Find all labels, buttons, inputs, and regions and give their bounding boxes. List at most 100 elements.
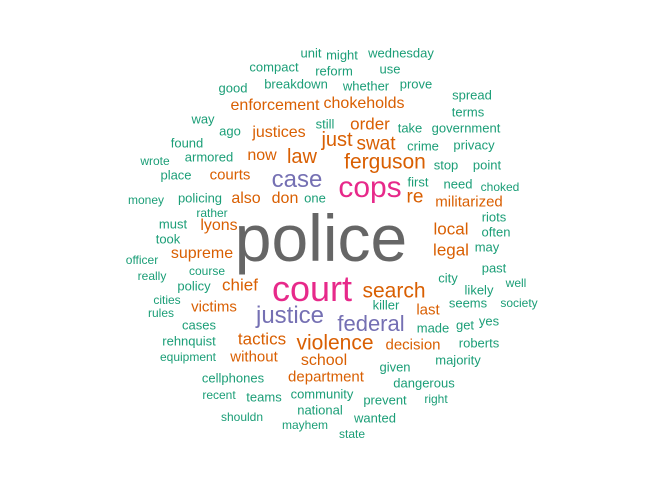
word-rules: rules	[147, 306, 175, 320]
word-way: way	[191, 111, 215, 127]
word-often: often	[481, 224, 511, 240]
word-point: point	[472, 157, 502, 173]
word-past: past	[481, 260, 507, 276]
word-law: law	[286, 146, 318, 168]
word-need: need	[443, 176, 473, 192]
word-equipment: equipment	[159, 350, 217, 364]
word-order: order	[350, 114, 390, 134]
word-get: get	[455, 317, 475, 333]
word-rehnquist: rehnquist	[162, 333, 216, 349]
word-city: city	[438, 270, 458, 286]
word-enforcement: enforcement	[230, 97, 320, 114]
word-right: right	[424, 392, 448, 406]
word-one: one	[304, 190, 326, 206]
word-justices: justices	[252, 124, 306, 141]
word-well: well	[505, 276, 527, 290]
word-spread: spread	[452, 87, 492, 103]
word-officer: officer	[125, 253, 159, 267]
word-case: case	[271, 166, 323, 193]
word-prove: prove	[399, 76, 433, 92]
word-found: found	[170, 135, 204, 151]
word-choked: choked	[480, 180, 520, 194]
word-riots: riots	[481, 209, 507, 225]
word-breakdown: breakdown	[264, 76, 328, 92]
word-good: good	[218, 80, 248, 96]
word-lyons: lyons	[200, 217, 238, 234]
word-first: first	[407, 174, 429, 190]
word-prevent: prevent	[363, 392, 407, 408]
word-teams: teams	[246, 389, 282, 405]
word-legal: legal	[433, 240, 469, 260]
word-department: department	[288, 368, 364, 386]
word-policing: policing	[177, 190, 223, 206]
word-victims: victims	[191, 298, 237, 316]
word-policy: policy	[177, 278, 211, 294]
word-supreme: supreme	[170, 245, 234, 262]
word-government: government	[431, 120, 501, 136]
word-don: don	[271, 190, 299, 207]
word-majority: majority	[435, 352, 481, 368]
word-roberts: roberts	[458, 335, 500, 351]
word-society: society	[500, 296, 538, 310]
word-still: still	[315, 116, 335, 132]
word-re: re	[406, 186, 424, 208]
word-place: place	[160, 167, 192, 183]
word-violence: violence	[296, 331, 374, 355]
word-took: took	[155, 231, 181, 247]
word-state: state	[338, 427, 366, 441]
word-swat: swat	[356, 133, 396, 155]
word-crime: crime	[407, 138, 439, 154]
word-compact: compact	[249, 59, 299, 75]
word-chokeholds: chokeholds	[323, 95, 405, 112]
word-now: now	[247, 147, 277, 164]
word-tactics: tactics	[237, 329, 287, 349]
word-courts: courts	[209, 166, 251, 184]
word-made: made	[416, 320, 450, 336]
word-wednesday: wednesday	[368, 45, 434, 61]
word-privacy: privacy	[453, 137, 495, 153]
word-search: search	[362, 279, 426, 303]
word-really: really	[137, 269, 167, 283]
word-last: last	[416, 301, 440, 319]
word-take: take	[397, 120, 423, 136]
word-also: also	[231, 190, 261, 207]
word-justice: justice	[255, 302, 325, 329]
word-reform: reform	[315, 63, 353, 79]
word-given: given	[379, 359, 411, 375]
word-use: use	[379, 61, 401, 77]
word-terms: terms	[451, 104, 485, 120]
word-course: course	[188, 264, 226, 278]
word-militarized: militarized	[435, 193, 503, 211]
word-shouldn: shouldn	[220, 410, 264, 424]
word-just: just	[321, 129, 353, 151]
word-rather: rather	[196, 206, 228, 220]
word-local: local	[433, 219, 469, 239]
word-ferguson: ferguson	[344, 150, 426, 174]
word-cellphones: cellphones	[201, 370, 265, 386]
word-might: might	[326, 47, 358, 63]
word-chief: chief	[222, 275, 258, 295]
word-must: must	[158, 216, 188, 232]
word-court: court	[271, 268, 353, 309]
word-wrote: wrote	[140, 154, 170, 168]
word-dangerous: dangerous	[393, 375, 455, 391]
word-cops: cops	[338, 171, 402, 204]
word-armored: armored	[184, 149, 234, 165]
word-seems: seems	[448, 295, 488, 311]
word-decision: decision	[385, 336, 441, 354]
word-ago: ago	[219, 123, 241, 139]
word-money: money	[127, 193, 165, 207]
word-community: community	[290, 386, 354, 402]
word-wanted: wanted	[354, 410, 396, 426]
word-mayhem: mayhem	[281, 418, 329, 432]
word-yes: yes	[478, 313, 500, 329]
word-cases: cases	[182, 317, 216, 333]
word-stop: stop	[433, 157, 459, 173]
word-likely: likely	[464, 282, 494, 298]
word-school: school	[300, 352, 348, 369]
word-federal: federal	[337, 311, 405, 336]
word-police: police	[234, 201, 408, 275]
word-national: national	[297, 402, 343, 418]
word-killer: killer	[372, 297, 400, 313]
